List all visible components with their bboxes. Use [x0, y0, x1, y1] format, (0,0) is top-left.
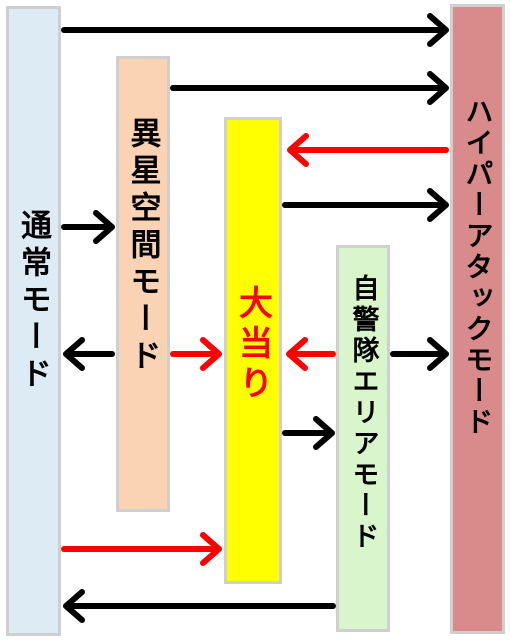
mode-box-jackpot: 大当り	[224, 117, 282, 584]
arrow-guard-to-normal	[63, 589, 336, 623]
mode-label-normal: 通常モード	[15, 209, 51, 394]
arrow-alien-to-hyper	[170, 71, 449, 105]
arrow-normal-to-alien	[61, 210, 115, 244]
mode-label-hyper: ハイパーアタックモード	[461, 97, 495, 438]
mode-box-hyper: ハイパーアタックモード	[450, 4, 505, 634]
mode-label-alien: 異星空間モード	[124, 117, 161, 376]
arrow-guard-to-hyper	[390, 337, 449, 371]
mode-box-alien: 異星空間モード	[116, 56, 170, 512]
arrow-jackpot-to-hyper	[282, 188, 449, 222]
arrow-alien-to-jackpot	[170, 337, 222, 371]
arrow-guard-to-jackpot	[286, 337, 336, 371]
arrow-alien-to-normal	[63, 337, 115, 371]
mode-label-jackpot: 大当り	[232, 285, 273, 405]
mode-label-guard: 自警隊エリアモード	[347, 274, 379, 553]
arrow-jackpot-to-guard	[282, 416, 335, 450]
arrow-normal-to-jackpot	[61, 532, 222, 566]
arrow-normal-to-hyper	[61, 13, 449, 47]
mode-box-guard: 自警隊エリアモード	[336, 245, 390, 632]
mode-box-normal: 通常モード	[6, 6, 61, 636]
arrow-hyper-to-jackpot	[287, 133, 449, 167]
